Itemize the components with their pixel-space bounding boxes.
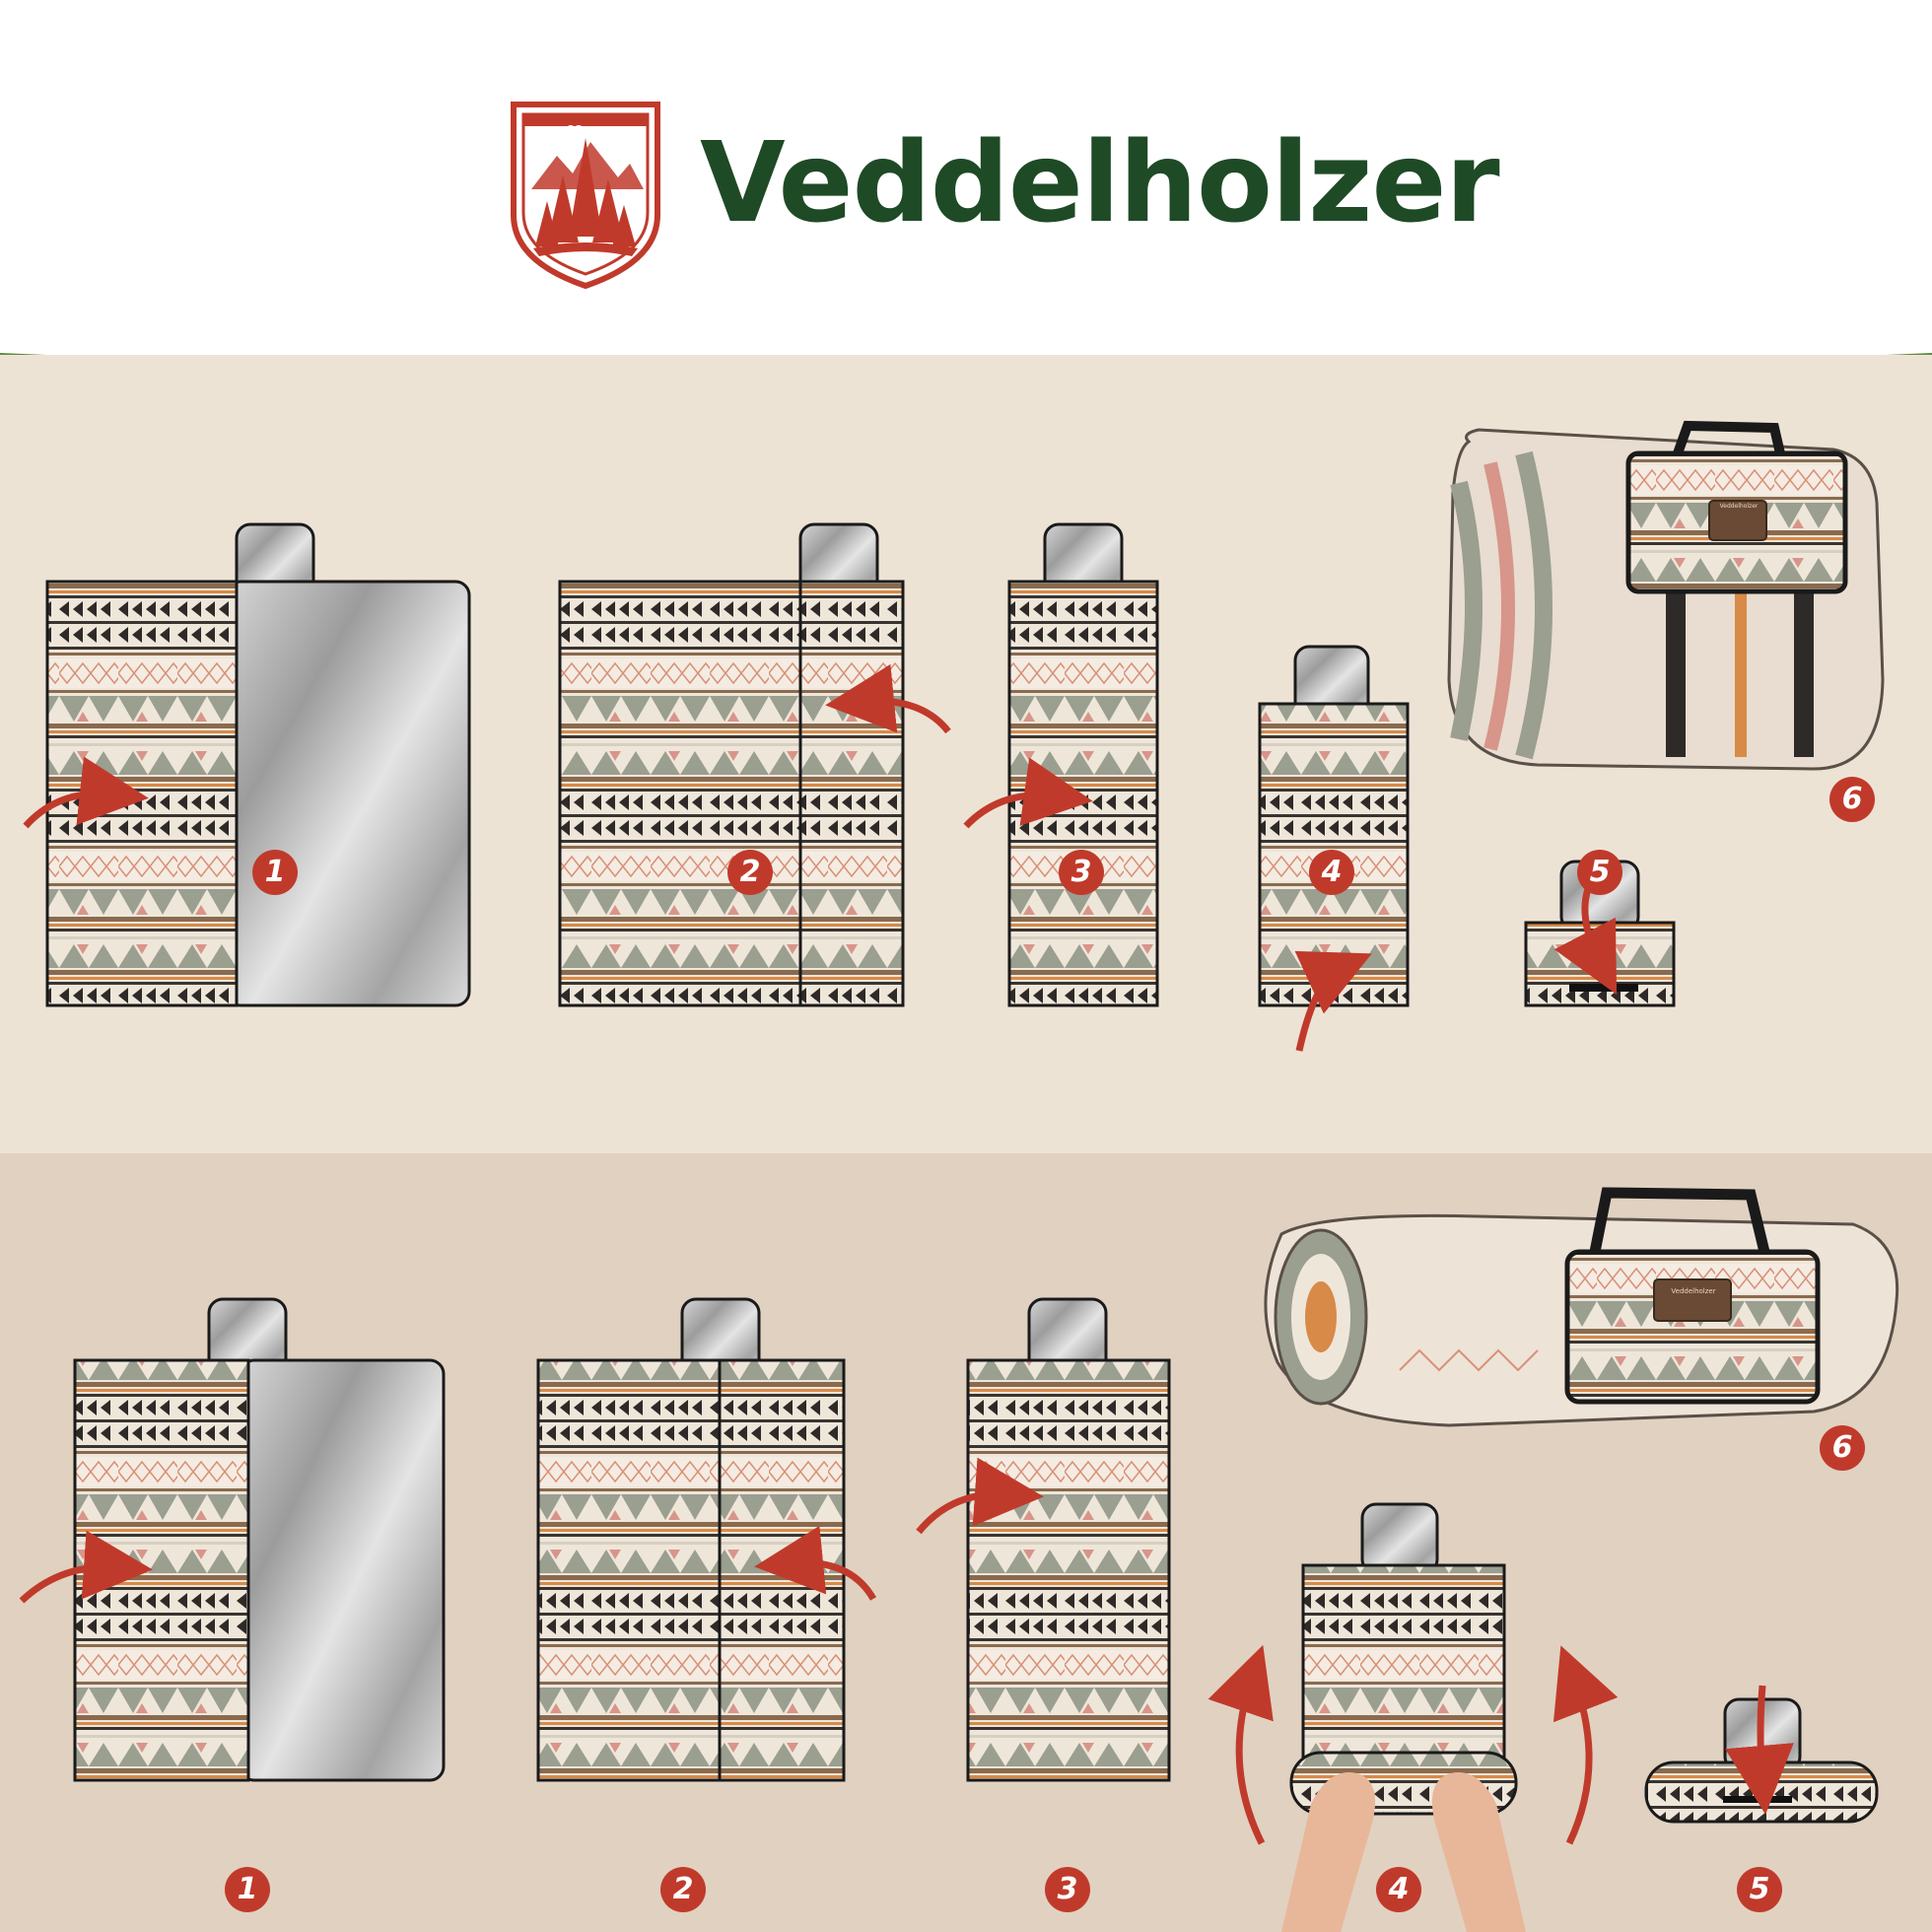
folded-bag-photo (1447, 420, 1885, 771)
bottom-instructions-panel: 1 2 3 4 5 6 (0, 1153, 1932, 1932)
step-number-badge: 5 (1577, 850, 1622, 895)
bag-label-text: Veddelholzer (1719, 503, 1759, 510)
step-number-badge: 6 (1829, 777, 1875, 822)
step-number-badge: 3 (1045, 1867, 1090, 1912)
bottom-step3-mat-illustration (916, 1297, 1171, 1782)
bottom-step5-mat-illustration (1644, 1685, 1879, 1824)
bag-label-text: Veddelholzer (1671, 1287, 1716, 1295)
fold-right-arrow-icon (963, 757, 1093, 829)
roll-up-arrow-icon (1208, 1644, 1274, 1845)
fold-up-arrow-icon (1294, 950, 1372, 1052)
top-step2-mat-illustration (558, 522, 951, 1007)
top-step4-mat-illustration (1258, 645, 1410, 1052)
step-number-badge: 2 (660, 1867, 706, 1912)
top-step3-mat-illustration (963, 522, 1159, 1007)
top-panel-illustrations (0, 355, 1932, 1153)
shield-logo-icon (511, 102, 660, 290)
header: Veddelholzer (0, 0, 1932, 414)
bottom-step2-mat-illustration (536, 1297, 877, 1782)
step-number-badge: 1 (225, 1867, 270, 1912)
bottom-step1-mat-illustration (19, 1297, 446, 1782)
top-step1-mat-illustration (23, 522, 471, 1007)
step-number-badge: 1 (252, 850, 298, 895)
step-number-badge: 6 (1820, 1425, 1865, 1471)
brand-name: Veddelholzer (700, 119, 1500, 247)
fold-left-arrow-icon (754, 1525, 877, 1601)
bottom-step4-mat-illustration (1208, 1502, 1619, 1932)
step-number-badge: 5 (1737, 1867, 1782, 1912)
top-instructions-panel: 1 2 3 4 5 6 (0, 355, 1932, 1153)
fold-right-arrow-icon (916, 1457, 1044, 1535)
roll-up-arrow-icon (1552, 1645, 1619, 1845)
step-number-badge: 2 (727, 850, 773, 895)
fold-down-arrow-icon (1725, 1685, 1794, 1815)
bottom-panel-illustrations (0, 1153, 1932, 1932)
step-number-badge: 4 (1376, 1867, 1421, 1912)
unfold-mat-arrow-icon (23, 756, 149, 829)
header-background (0, 0, 1932, 414)
step-number-badge: 4 (1309, 850, 1354, 895)
unfold-mat-arrow-icon (19, 1530, 153, 1604)
rolled-bag-photo (1264, 1187, 1899, 1427)
step-number-badge: 3 (1059, 850, 1104, 895)
fold-left-arrow-icon (825, 663, 951, 734)
